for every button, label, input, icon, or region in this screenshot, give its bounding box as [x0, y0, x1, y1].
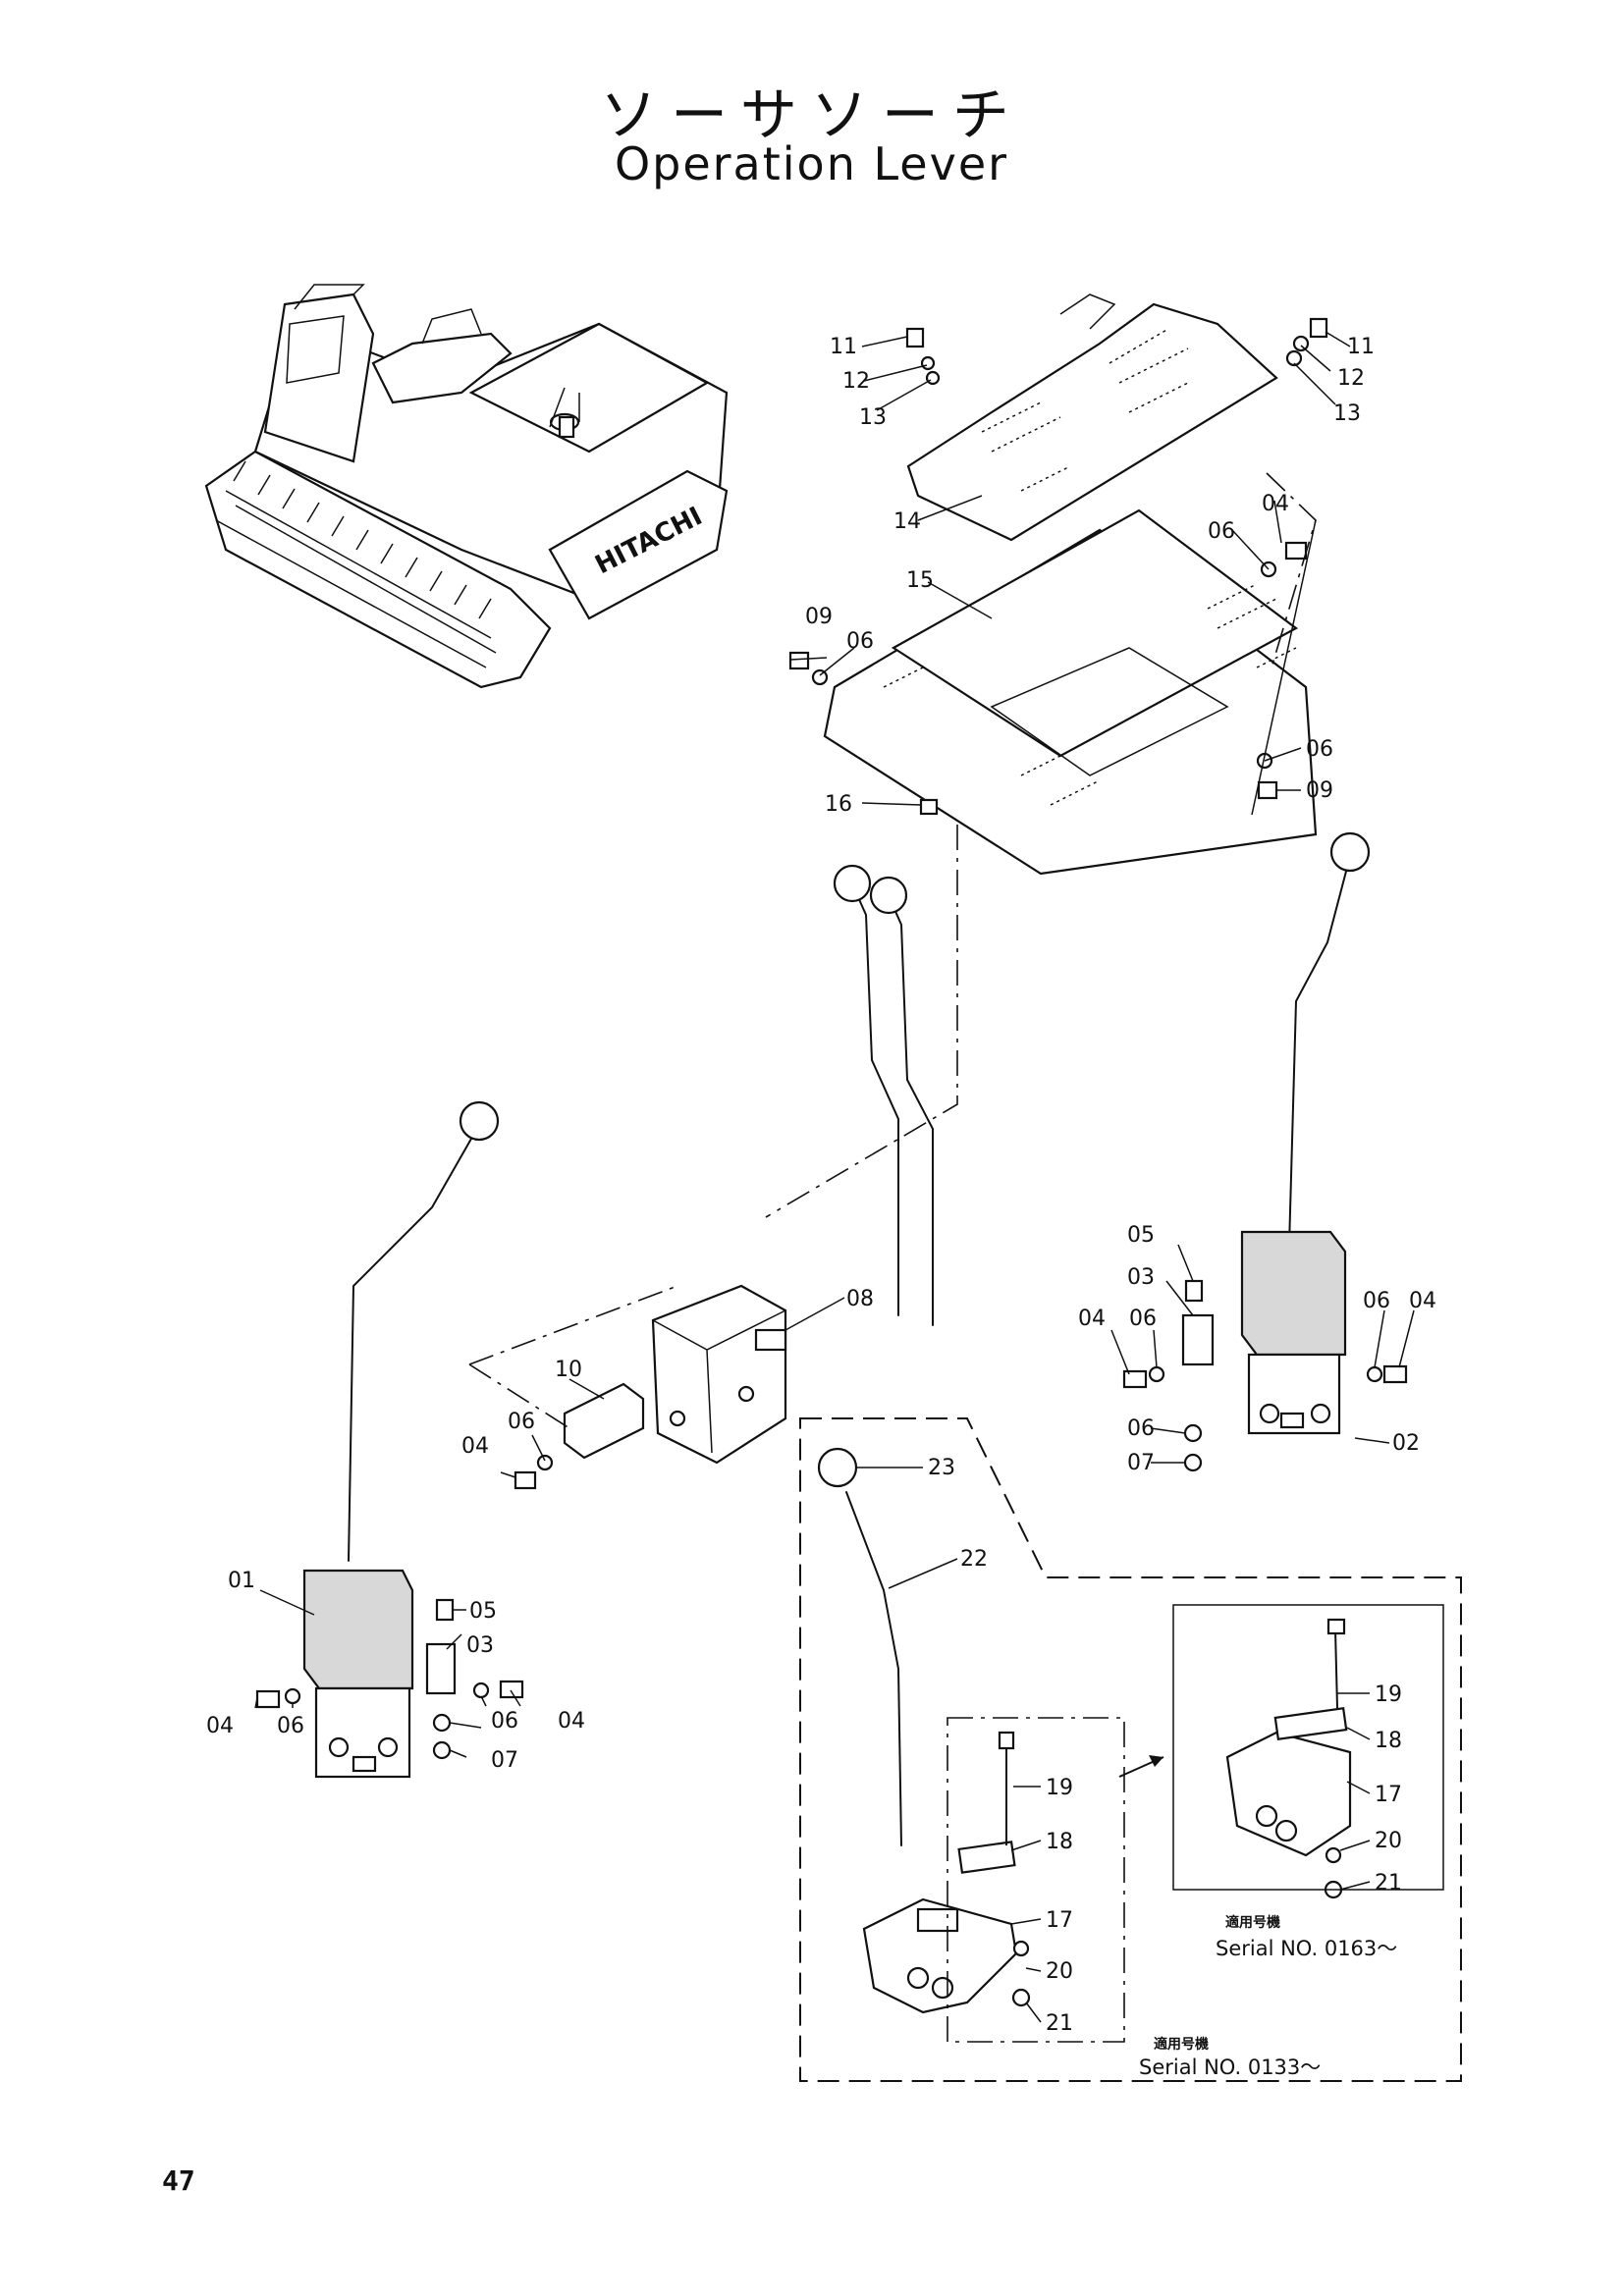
callout-07: 07 — [491, 1748, 518, 1773]
valve-frame — [947, 1717, 1125, 2043]
bracket-10 — [563, 1382, 645, 1460]
valve-17-later — [1118, 1618, 1352, 1857]
callout-14: 14 — [893, 509, 921, 534]
callout-19: 19 — [1375, 1682, 1402, 1707]
callout-12: 12 — [1337, 366, 1365, 391]
callout-21: 21 — [1375, 1871, 1402, 1896]
callout-10: 10 — [555, 1358, 582, 1382]
callout-07: 07 — [1127, 1451, 1155, 1475]
callout-04: 04 — [461, 1434, 489, 1459]
callout-13: 13 — [859, 405, 887, 430]
callout-06: 06 — [277, 1714, 304, 1738]
serial-number-inner: Serial NO. 0163～ — [1216, 1937, 1397, 1960]
callout-20: 20 — [1375, 1829, 1402, 1853]
callout-01: 01 — [228, 1569, 255, 1593]
callout-06: 06 — [1127, 1416, 1155, 1441]
callout-labels: 11 12 13 11 12 13 14 15 06 04 09 06 06 0… — [206, 335, 1436, 2036]
excavator-illustration: HITACHI — [204, 284, 729, 689]
callout-06: 06 — [1129, 1307, 1157, 1331]
console-box — [823, 508, 1318, 876]
callout-06: 06 — [1208, 519, 1235, 544]
callout-18: 18 — [1375, 1729, 1402, 1753]
callout-15: 15 — [906, 568, 934, 593]
callout-02: 02 — [1392, 1431, 1420, 1456]
serial-number-outer: Serial NO. 0133～ — [1139, 2056, 1321, 2079]
callout-04: 04 — [1409, 1289, 1436, 1313]
serial-frame-outer — [799, 1417, 1462, 2082]
serial-label-jp-inner: 適用号機 — [1225, 1914, 1280, 1931]
callout-06: 06 — [491, 1709, 518, 1734]
callout-13: 13 — [1333, 401, 1361, 426]
callout-06: 06 — [1306, 737, 1333, 762]
lever-22-assembly — [817, 1447, 1018, 2014]
callout-08: 08 — [846, 1287, 874, 1311]
callout-11: 11 — [830, 335, 857, 359]
callout-18: 18 — [1046, 1830, 1073, 1854]
callout-05: 05 — [1127, 1223, 1155, 1248]
callout-04: 04 — [558, 1709, 585, 1734]
arrow-icon — [1149, 1755, 1163, 1767]
callout-16: 16 — [825, 792, 852, 817]
serial-label-jp-outer: 適用号機 — [1154, 2036, 1209, 2053]
callout-06: 06 — [1363, 1289, 1390, 1313]
callout-04: 04 — [206, 1714, 234, 1738]
single-lever-left — [302, 1100, 500, 1779]
callout-09: 09 — [805, 605, 833, 629]
callout-23: 23 — [928, 1456, 955, 1480]
leader-lines — [254, 331, 1415, 2023]
callout-04: 04 — [1078, 1307, 1106, 1331]
callout-06: 06 — [508, 1410, 535, 1434]
callout-05: 05 — [469, 1599, 497, 1624]
cover-plate — [906, 294, 1278, 542]
callout-04: 04 — [1262, 492, 1289, 516]
double-lever-assembly — [651, 864, 934, 1465]
callout-12: 12 — [842, 369, 870, 394]
callout-17: 17 — [1375, 1783, 1402, 1807]
callout-06: 06 — [846, 629, 874, 654]
callout-09: 09 — [1306, 778, 1333, 803]
serial-frame-inner — [1172, 1604, 1444, 1891]
page-title-japanese: ソーサソーチ — [600, 81, 1023, 148]
callout-03: 03 — [466, 1633, 494, 1658]
page-title: Operation Lever — [614, 137, 1009, 190]
callout-03: 03 — [1127, 1265, 1155, 1290]
page-number: 47 — [162, 2164, 195, 2197]
callout-19: 19 — [1046, 1776, 1073, 1800]
callout-17: 17 — [1046, 1908, 1073, 1933]
callout-20: 20 — [1046, 1959, 1073, 1984]
single-lever-right — [1240, 831, 1371, 1435]
callout-11: 11 — [1347, 335, 1375, 359]
callout-21: 21 — [1046, 2011, 1073, 2036]
callout-22: 22 — [960, 1547, 988, 1572]
assembly-lines — [468, 472, 1317, 1429]
